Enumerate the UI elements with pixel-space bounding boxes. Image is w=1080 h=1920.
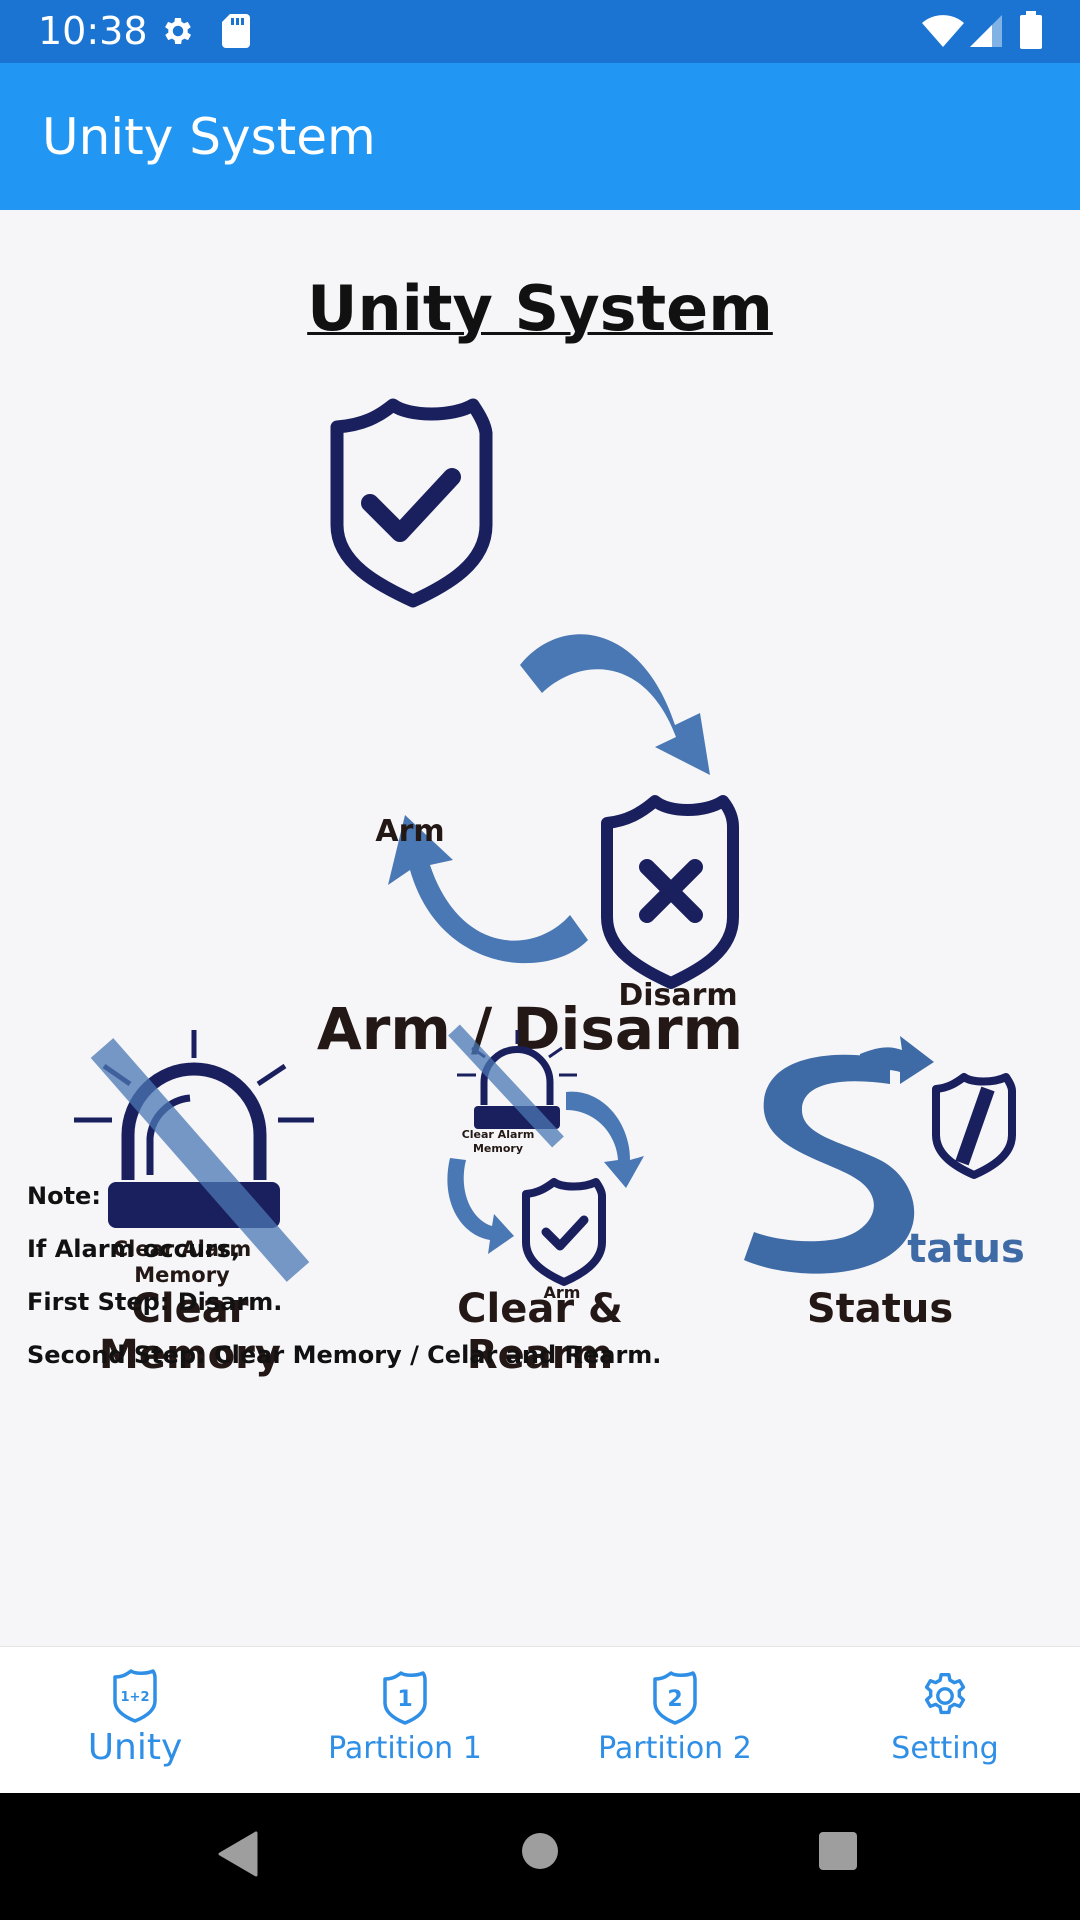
tab-partition-2-label: Partition 2 (598, 1731, 752, 1766)
app-bar: Unity System (0, 63, 1080, 210)
shield-1plus2-icon: 1+2 (113, 1669, 157, 1723)
status-shield-icon (932, 1073, 1016, 1179)
cycle-arrow-icon (447, 1158, 514, 1254)
app-bar-title: Unity System (42, 108, 376, 166)
clear-memory-button[interactable]: Clear Alarm Memory Clear Memory (40, 1010, 340, 1378)
disarm-label: Disarm (618, 978, 737, 1013)
page-title: Unity System (307, 272, 773, 345)
clear-rearm-graphic: Clear Alarm Memory Arm (447, 1024, 644, 1302)
arm-shield-icon (330, 398, 493, 608)
sd-card-icon (222, 14, 250, 48)
clear-memory-inner-label-1: Clear Alarm (113, 1237, 252, 1261)
arm-shield-icon (522, 1178, 606, 1286)
clear-rearm-inner-label-2: Memory (473, 1142, 523, 1155)
disarm-shield-icon (601, 795, 739, 989)
cycle-arrow-icon (520, 634, 710, 775)
tab-setting[interactable]: Setting (810, 1647, 1080, 1794)
status-caption: Status (806, 1286, 954, 1332)
status-graphic: tatus (744, 1036, 1025, 1274)
tab-partition-1[interactable]: 1 Partition 1 (270, 1647, 540, 1794)
note-line: First Step: Disarm. (27, 1288, 283, 1316)
status-s-icon (744, 1054, 915, 1274)
clear-rearm-button[interactable]: Clear Alarm Memory Arm Clear & Rearm (390, 1010, 690, 1378)
arm-label: Arm (375, 814, 444, 849)
status-button[interactable]: tatus Status (740, 1010, 1040, 1340)
status-inner-label: tatus (907, 1226, 1025, 1272)
wifi-icon (922, 15, 964, 47)
battery-icon (1020, 11, 1042, 49)
tab-partition-2[interactable]: 2 Partition 2 (540, 1647, 810, 1794)
shield-1-icon: 1 (383, 1671, 427, 1725)
cycle-arrow-icon (388, 815, 588, 964)
home-icon[interactable] (520, 1831, 560, 1871)
back-icon[interactable] (218, 1831, 258, 1877)
clear-memory-inner-label-2: Memory (134, 1263, 230, 1287)
status-bar: 10:38 (0, 0, 1080, 63)
clear-rearm-inner-label-3: Arm (544, 1283, 581, 1302)
arm-disarm-graphic: Arm Disarm (330, 398, 739, 1013)
note-heading: Note: (27, 1182, 101, 1210)
tab-unity-label: Unity (87, 1727, 183, 1768)
strike-through-icon (90, 1038, 310, 1282)
tab-partition-1-badge: 1 (397, 1687, 412, 1712)
tab-partition-1-label: Partition 1 (328, 1731, 482, 1766)
clear-memory-graphic: Clear Alarm Memory (74, 1030, 314, 1287)
settings-icon (165, 17, 192, 45)
tab-unity-badge: 1+2 (121, 1690, 150, 1705)
strike-through-icon (448, 1024, 564, 1148)
note-block: Note: If Alarm occurs, First Step: Disar… (27, 1170, 1027, 1382)
status-arrow-icon (860, 1036, 934, 1084)
main-content: Unity System Arm Disarm Arm / Disarm (0, 210, 1080, 1646)
tab-partition-2-badge: 2 (667, 1687, 682, 1712)
clear-memory-caption: Clear Memory (99, 1286, 281, 1378)
tab-unity[interactable]: 1+2 Unity (0, 1647, 270, 1794)
recents-icon[interactable] (818, 1831, 858, 1871)
status-time: 10:38 (38, 9, 148, 53)
cell-signal-icon (970, 15, 1002, 47)
arm-disarm-button[interactable]: Arm Disarm Arm / Disarm (317, 395, 760, 1085)
clear-rearm-caption: Clear & Rearm (457, 1286, 623, 1378)
clear-rearm-inner-label-1: Clear Alarm (462, 1128, 535, 1141)
cycle-arrow-icon (566, 1091, 644, 1188)
gear-icon (924, 1672, 966, 1715)
system-nav-bar (0, 1793, 1080, 1920)
bottom-nav: 1+2 Unity 1 Partition 1 2 Partition 2 Se… (0, 1646, 1080, 1794)
tab-setting-label: Setting (891, 1731, 999, 1766)
note-line: If Alarm occurs, (27, 1235, 241, 1263)
shield-2-icon: 2 (653, 1671, 697, 1725)
note-line: Second Step: Clear Memory / Celar and Re… (27, 1341, 662, 1369)
